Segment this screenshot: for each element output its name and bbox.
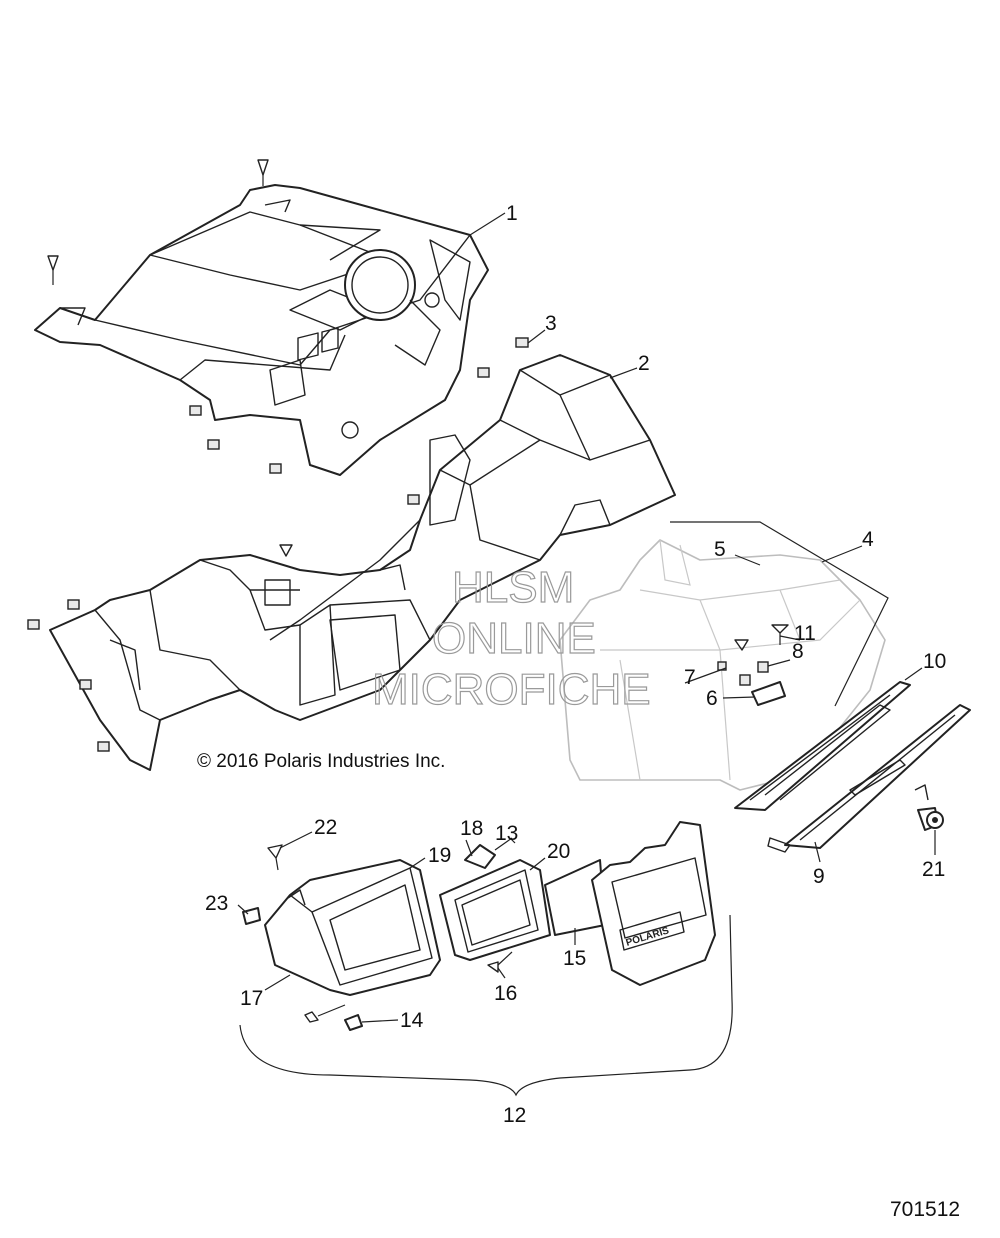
callout-8: 8	[792, 640, 804, 663]
copyright-notice: © 2016 Polaris Industries Inc.	[197, 751, 445, 772]
glovebox-door-inner	[734, 681, 911, 811]
fastener-group-top	[47, 159, 529, 474]
storage-bin	[264, 859, 441, 996]
callout-2: 2	[638, 352, 650, 375]
front-door: POLARIS	[591, 821, 716, 986]
callout-10: 10	[923, 650, 946, 673]
callout-18: 18	[460, 817, 483, 840]
document-number: 701512	[890, 1198, 960, 1221]
callout-21: 21	[922, 858, 945, 881]
callout-6: 6	[706, 687, 718, 710]
callout-22: 22	[314, 816, 337, 839]
callout-11: 11	[794, 622, 816, 645]
callout-5: 5	[714, 538, 726, 561]
callout-labels: 1 2 3 4 5 6 7 8 9 10 11 12 13 14 15 16 1…	[205, 202, 946, 1127]
callout-16: 16	[494, 982, 517, 1005]
callout-17: 17	[240, 987, 263, 1010]
dash-top-panel	[34, 184, 489, 476]
callout-20: 20	[547, 840, 570, 863]
watermark-line-1: HLSM	[452, 563, 574, 612]
small-fasteners	[242, 837, 513, 1031]
watermark-line-3: MICROFICHE	[372, 665, 651, 714]
callout-14: 14	[400, 1009, 424, 1032]
callout-13: 13	[495, 822, 518, 845]
callout-9: 9	[813, 865, 825, 888]
callout-4: 4	[862, 528, 874, 551]
glovebox-latch	[914, 784, 944, 831]
callout-15: 15	[563, 947, 586, 970]
display-frame	[439, 859, 551, 961]
callout-3: 3	[545, 312, 557, 335]
watermark: HLSM ONLINE MICROFICHE	[371, 562, 651, 714]
glovebox-door-outer	[767, 704, 971, 853]
callout-12: 12	[503, 1104, 526, 1127]
watermark-line-2: ONLINE	[432, 614, 596, 663]
leader-lines	[237, 212, 936, 1023]
fastener-group-lower	[27, 494, 420, 752]
callout-23: 23	[205, 892, 228, 915]
callout-1: 1	[506, 202, 518, 225]
bracket-12	[239, 914, 733, 1097]
dash-lower-body	[49, 354, 676, 771]
callout-7: 7	[684, 666, 696, 689]
callout-19: 19	[428, 844, 451, 867]
bracket-4	[670, 521, 889, 707]
glovebox-fasteners	[717, 624, 789, 706]
